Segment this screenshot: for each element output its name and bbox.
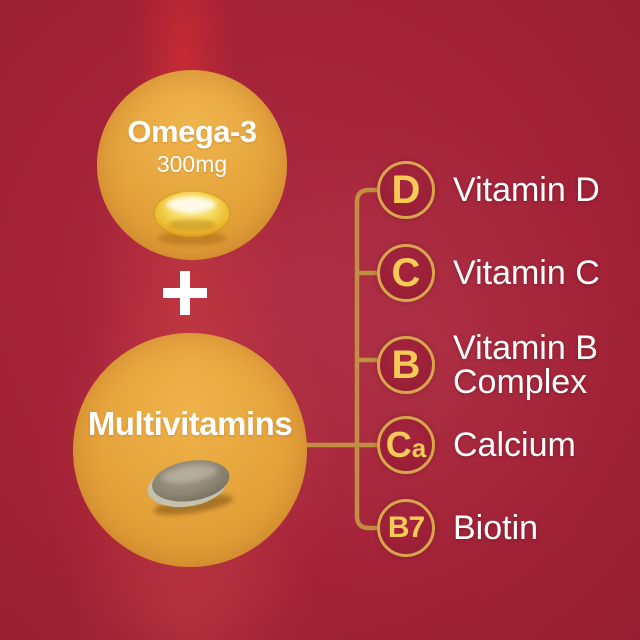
nutrient-row-biotin: B7 Biotin: [377, 499, 538, 557]
nutrient-row-vitamin-d: D Vitamin D: [377, 161, 600, 219]
omega3-title: Omega-3: [127, 114, 257, 149]
softgel-capsule-icon: [153, 190, 231, 245]
nutrient-label: Calcium: [453, 426, 576, 464]
nutrient-label: Vitamin D: [453, 171, 600, 209]
badge-letter: C: [385, 424, 412, 465]
nutrient-row-vitamin-c: C Vitamin C: [377, 244, 600, 302]
nutrient-label: Biotin: [453, 509, 539, 547]
nutrient-row-vitamin-b-complex: B Vitamin B Complex: [377, 331, 623, 399]
multivitamins-circle: Multivitamins: [73, 333, 307, 567]
omega3-dose: 300mg: [156, 151, 228, 177]
badge-letter-small: a: [411, 433, 427, 463]
vitamin-d-badge: D: [377, 161, 435, 219]
nutrient-label: Vitamin B Complex: [453, 329, 598, 401]
omega3-circle: Omega-3 300mg: [97, 70, 287, 260]
tablet-icon: [147, 460, 233, 515]
vitamin-c-badge: C: [377, 244, 435, 302]
biotin-badge: B7: [377, 499, 435, 557]
badge-letter: B7: [387, 511, 425, 544]
badge-letter: D: [391, 168, 421, 212]
plus-sign: +: [163, 271, 207, 315]
badge-letter: B: [391, 343, 421, 387]
multivitamins-title: Multivitamins: [87, 405, 293, 442]
badge-letter: C: [391, 251, 421, 295]
nutrient-label: Vitamin C: [453, 254, 600, 292]
vitamin-b-badge: B: [377, 336, 435, 394]
